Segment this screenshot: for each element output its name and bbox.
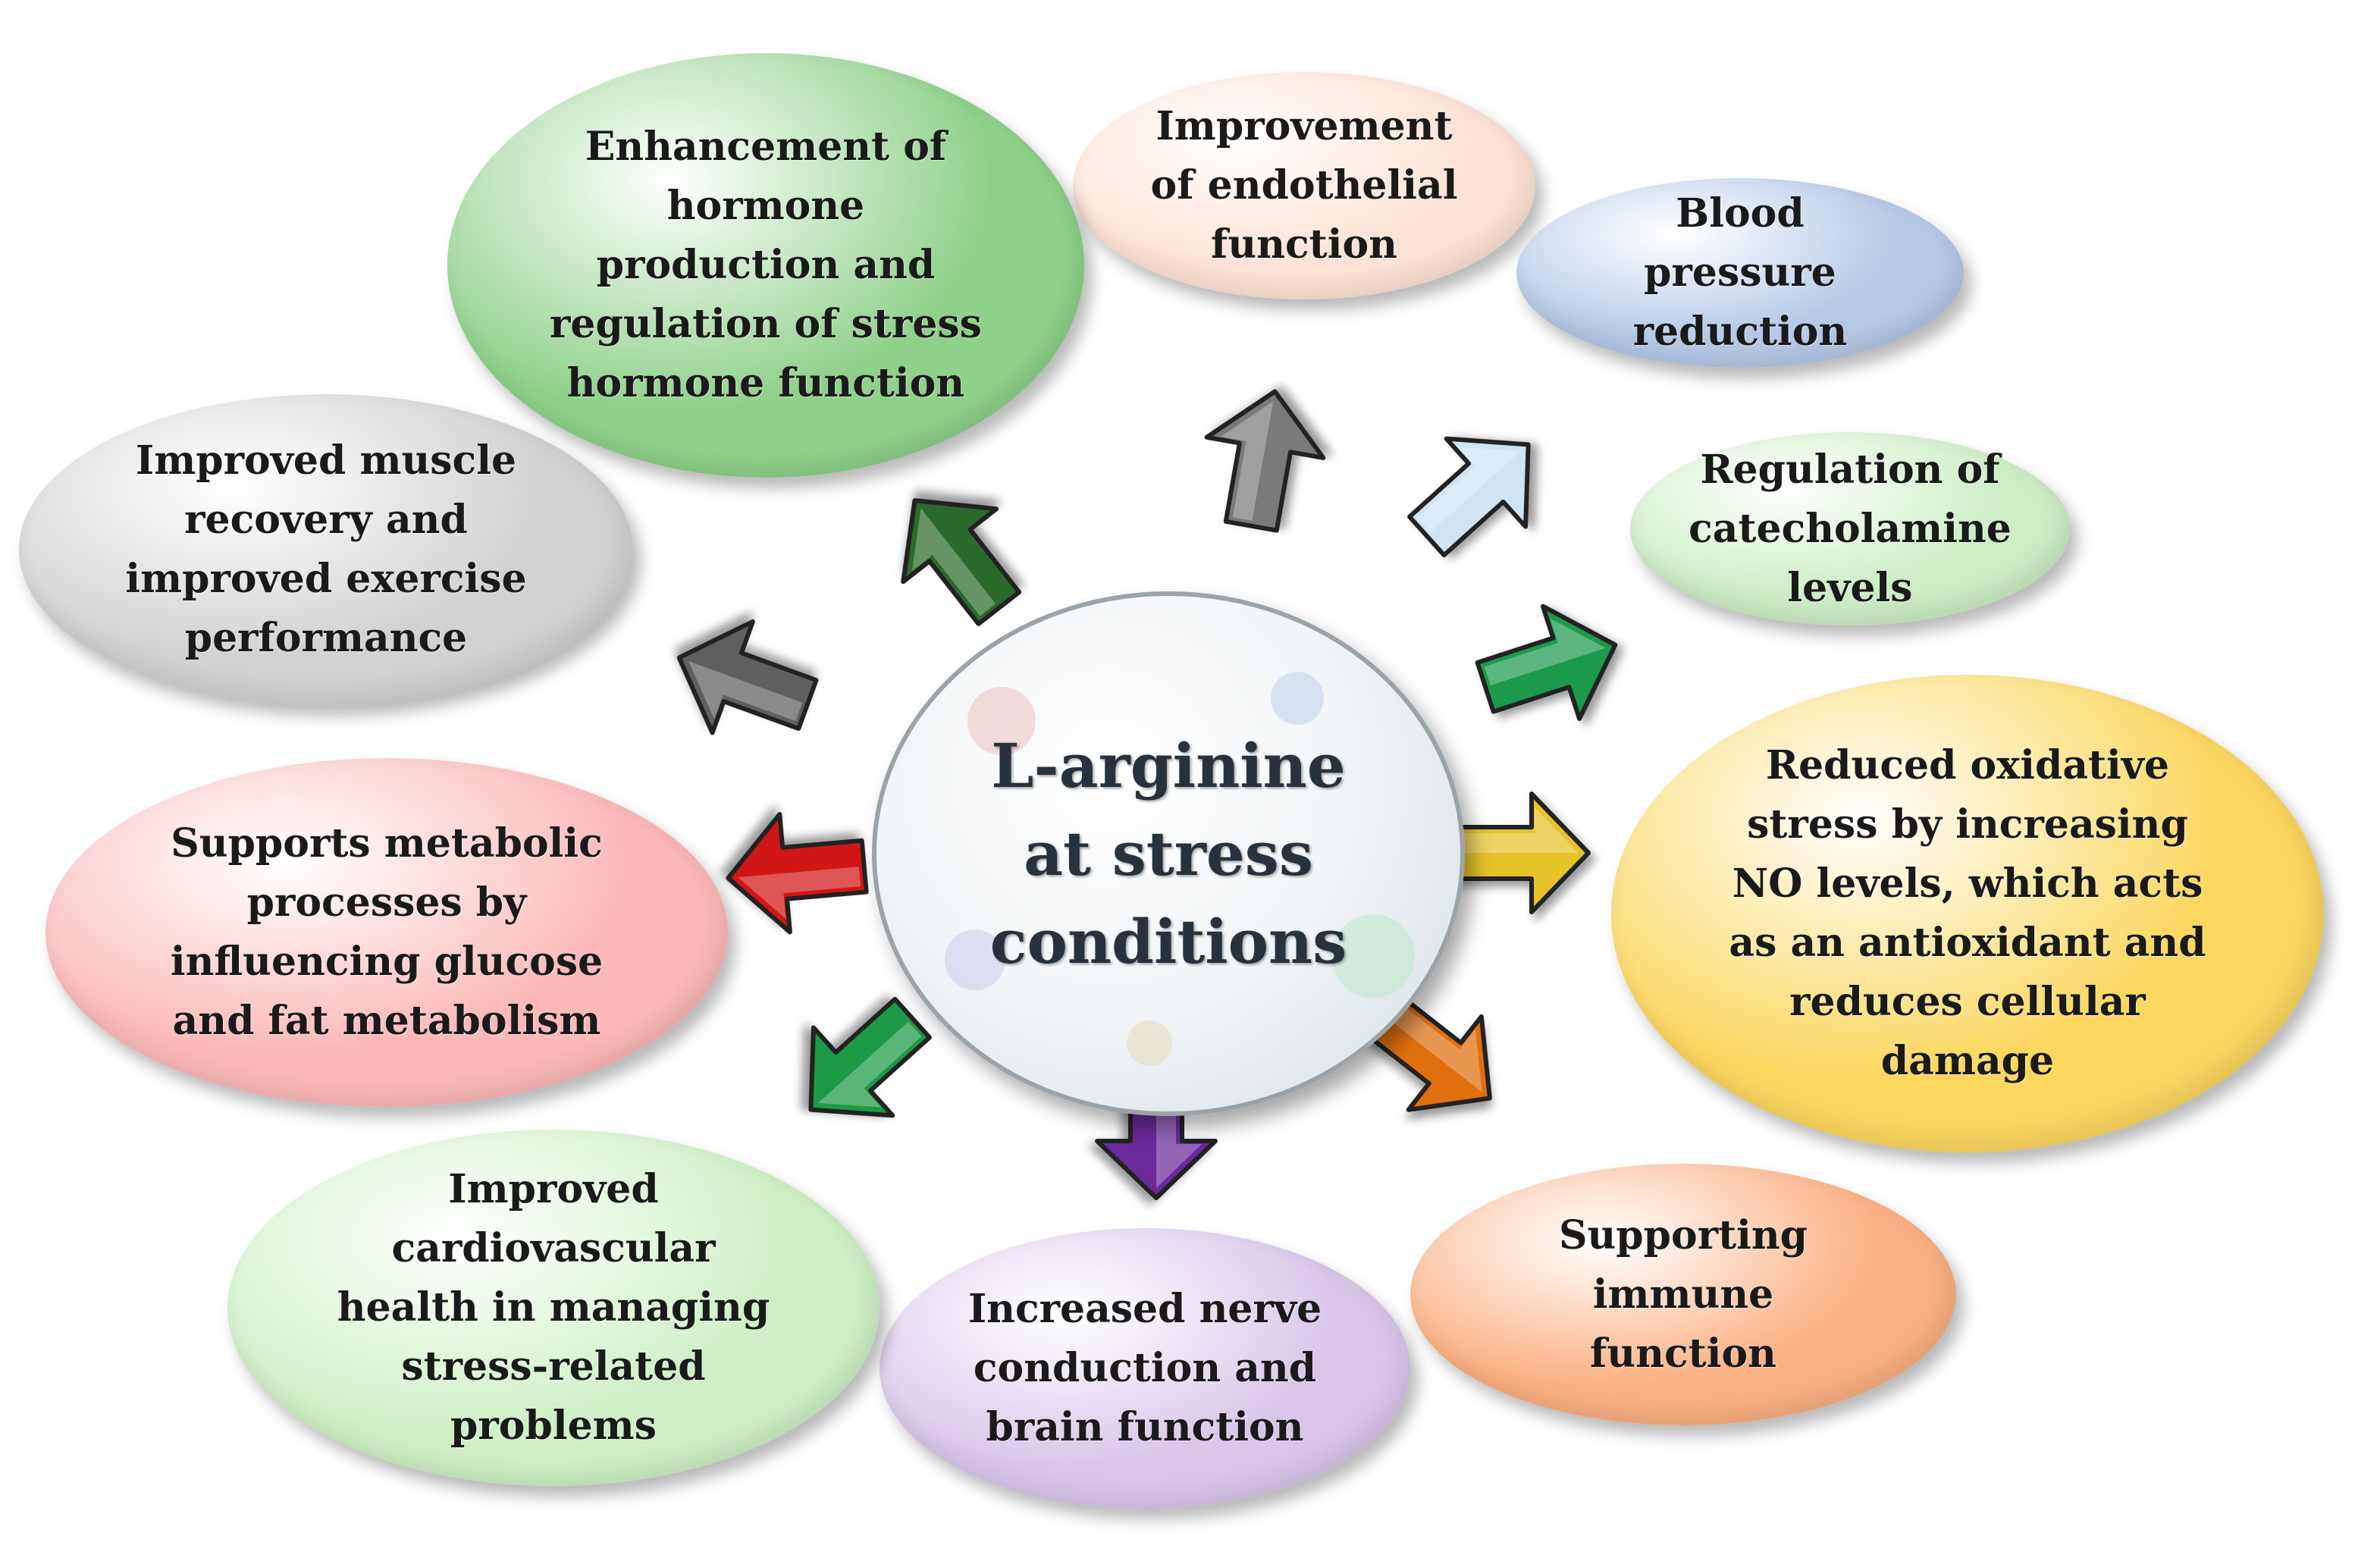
effect-text-immune: Supporting immune function bbox=[1558, 1212, 1808, 1377]
effect-bubble-blood-pressure: Blood pressure reduction bbox=[1516, 178, 1964, 368]
effect-bubble-immune: Supporting immune function bbox=[1410, 1164, 1956, 1425]
arrow-to-metabolic bbox=[726, 812, 869, 935]
arrow-to-endothelial bbox=[1204, 389, 1326, 533]
arrow-to-oxidative-stress bbox=[1450, 792, 1591, 914]
effect-bubble-oxidative-stress: Reduced oxidative stress by increasing N… bbox=[1611, 675, 2324, 1152]
arrow-to-hormone bbox=[901, 498, 1022, 626]
effect-text-hormone: Enhancement of hormone production and re… bbox=[550, 124, 982, 406]
arrow-to-immune bbox=[1364, 991, 1492, 1112]
effect-bubble-endothelial: Improvement of endothelial function bbox=[1073, 72, 1535, 299]
arrow-to-cardiovascular bbox=[808, 996, 932, 1118]
arrow-to-muscle bbox=[676, 619, 819, 735]
effect-text-metabolic: Supports metabolic processes by influenc… bbox=[170, 820, 604, 1044]
arrow-to-catecholamine bbox=[1475, 603, 1618, 722]
central-topic-label: L-arginine at stress conditions bbox=[989, 730, 1347, 977]
effect-text-endothelial: Improvement of endothelial function bbox=[1150, 103, 1458, 268]
effect-bubble-cardiovascular: Improved cardiovascular health in managi… bbox=[227, 1130, 880, 1486]
effect-text-blood-pressure: Blood pressure reduction bbox=[1632, 190, 1848, 355]
effect-text-cardiovascular: Improved cardiovascular health in managi… bbox=[337, 1166, 770, 1449]
effect-text-oxidative-stress: Reduced oxidative stress by increasing N… bbox=[1729, 742, 2206, 1084]
effect-bubble-catecholamine: Regulation of catecholamine levels bbox=[1630, 432, 2070, 625]
effect-text-muscle: Improved muscle recovery and improved ex… bbox=[125, 437, 527, 661]
central-topic-bubble: L-arginine at stress conditions bbox=[872, 591, 1465, 1116]
effect-bubble-nerve: Increased nerve conduction and brain fun… bbox=[880, 1228, 1410, 1509]
effect-bubble-hormone: Enhancement of hormone production and re… bbox=[447, 53, 1084, 478]
effect-bubble-muscle: Improved muscle recovery and improved ex… bbox=[19, 394, 633, 705]
effect-text-nerve: Increased nerve conduction and brain fun… bbox=[967, 1286, 1322, 1450]
effect-text-catecholamine: Regulation of catecholamine levels bbox=[1689, 446, 2012, 611]
effect-bubble-metabolic: Supports metabolic processes by influenc… bbox=[45, 758, 728, 1107]
arrow-to-blood-pressure bbox=[1407, 436, 1531, 558]
